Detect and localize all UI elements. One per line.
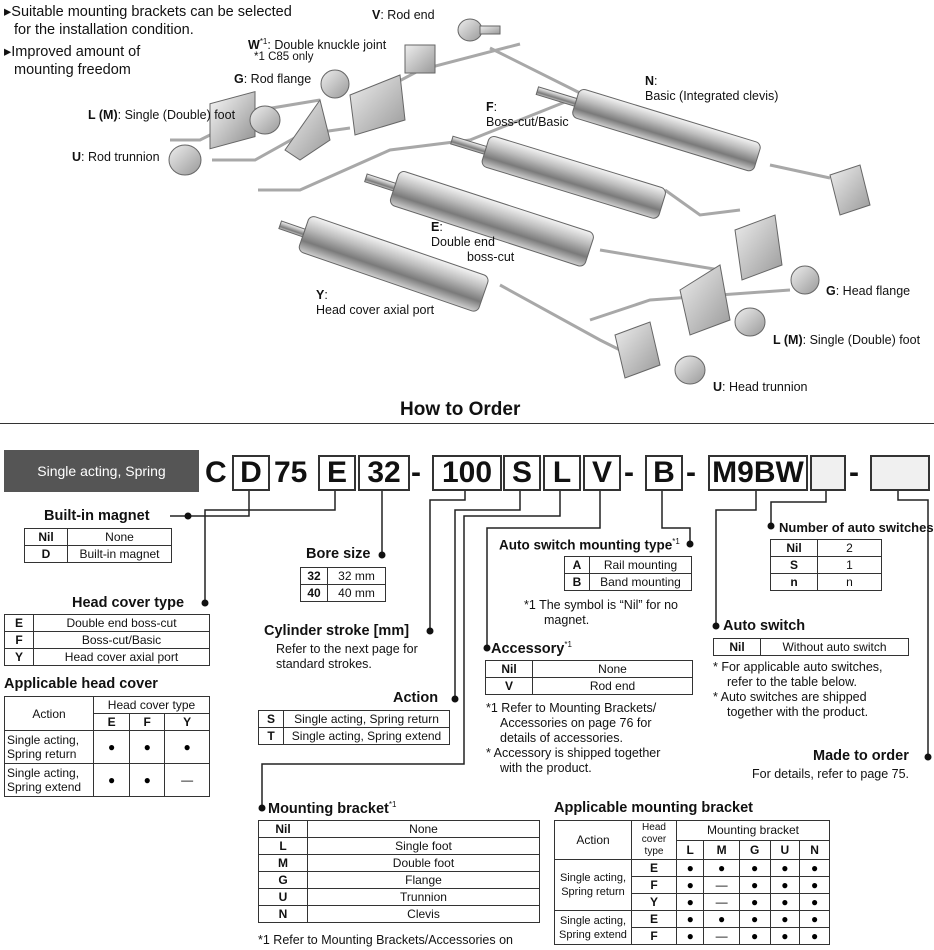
intro-line-4: mounting freedom <box>14 62 131 78</box>
builtin-magnet-title: Built-in magnet <box>44 508 150 524</box>
intro-text: ▸Suitable mounting brackets can be selec… <box>4 3 292 79</box>
bullet: ▸ <box>4 44 12 60</box>
label-lm-head: L (M): Single (Double) foot <box>773 333 921 347</box>
divider <box>0 423 934 424</box>
code-m9bw: M9BW <box>708 455 808 491</box>
bullet: ▸ <box>4 4 12 20</box>
cylinder-f <box>450 135 666 219</box>
made-to-order-note: For details, refer to page 75. <box>752 767 910 781</box>
rod-flange-icon <box>320 69 406 136</box>
how-to-order-title: How to Order <box>398 399 523 421</box>
label-f: F:Boss-cut/Basic <box>486 100 569 129</box>
code-75: 75 <box>274 456 308 489</box>
num-switch-title: Number of auto switches <box>779 520 934 535</box>
intro-line-3: Improved amount of <box>11 44 141 60</box>
rod-end-icon <box>457 18 501 42</box>
label-u-head: U: Head trunnion <box>713 380 808 394</box>
accessory-title: Accessory*1 <box>491 640 572 657</box>
mount-note: *1 Refer to Mounting Brackets/Accessorie… <box>258 933 513 947</box>
code-c: C <box>205 456 227 489</box>
code-dash: - <box>411 456 421 489</box>
clevis-icon <box>829 164 871 216</box>
label-w: W*1: Double knuckle joint <box>248 37 387 53</box>
head-cover-title: Head cover type <box>72 595 185 611</box>
label-g: G: Rod flange <box>234 72 312 86</box>
cylinder-n <box>535 86 761 172</box>
code-blank-2 <box>870 455 930 491</box>
head-foot-icon <box>679 264 766 337</box>
asm-title: Auto switch mounting type*1 <box>499 537 680 553</box>
action-title: Action <box>393 690 439 706</box>
mount-title: Mounting bracket*1 <box>268 800 397 817</box>
code-dash: - <box>624 456 634 489</box>
label-lm: L (M): Single (Double) foot <box>88 108 236 122</box>
label-n: N:Basic (Integrated clevis) <box>645 74 779 103</box>
stroke-title: Cylinder stroke [mm] <box>264 623 410 639</box>
head-flange-icon <box>734 214 820 295</box>
accessory-notes: *1 Refer to Mounting Brackets/Accessorie… <box>486 701 661 775</box>
label-w-note: *1 C85 only <box>254 51 314 63</box>
code-100: 100 <box>432 455 502 491</box>
label-u: U: Rod trunnion <box>72 150 160 164</box>
bore-title: Bore size <box>306 546 371 562</box>
head-trunnion-icon <box>614 321 706 385</box>
code-d: D <box>232 455 270 491</box>
label-g-head: G: Head flange <box>826 284 911 298</box>
cylinder-illustration <box>168 18 871 385</box>
cylinder-e <box>364 171 594 267</box>
code-dash: - <box>849 456 859 489</box>
code-v: V <box>583 455 621 491</box>
code-e: E <box>318 455 356 491</box>
single-foot-icon <box>249 98 331 161</box>
auto-switch-title: Auto switch <box>723 618 806 634</box>
series-label: Single acting, Spring return/extend <box>4 450 199 521</box>
code-l: L <box>543 455 581 491</box>
intro-line-1: Suitable mounting brackets can be select… <box>11 4 292 20</box>
made-to-order-title: Made to order <box>813 748 909 764</box>
code-dash: - <box>686 456 696 489</box>
double-knuckle-icon <box>404 44 436 74</box>
auto-switch-notes: * For applicable auto switches,refer to … <box>713 660 883 719</box>
code-s: S <box>503 455 541 491</box>
rod-trunnion-icon <box>168 91 256 176</box>
label-y: Y:Head cover axial port <box>316 288 435 317</box>
code-blank-1 <box>810 455 846 491</box>
code-32: 32 <box>358 455 410 491</box>
code-b: B <box>645 455 683 491</box>
applicable-head-title: Applicable head cover <box>4 676 158 692</box>
label-v: V: Rod end <box>372 8 435 22</box>
cylinder-y <box>278 216 489 312</box>
app-mount-title: Applicable mounting bracket <box>554 800 753 816</box>
intro-line-2: for the installation condition. <box>14 22 194 38</box>
